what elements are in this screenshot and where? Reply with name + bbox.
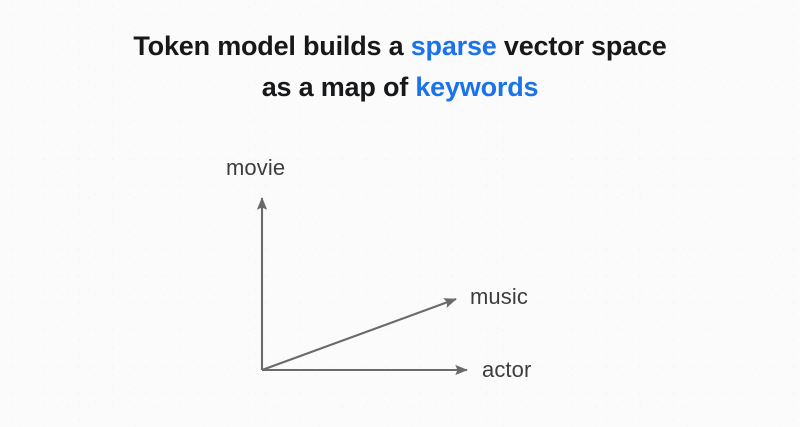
title-line-1: Token model builds a sparse vector space <box>0 26 800 67</box>
axis-label-music: music <box>470 284 528 309</box>
title-line-1-part2: vector space <box>496 31 667 61</box>
title-accent-sparse: sparse <box>410 31 497 61</box>
title-accent-keywords: keywords <box>415 72 539 102</box>
axis-line-music <box>261 298 457 371</box>
axis-label-movie: movie <box>226 155 286 180</box>
title-line-1-part1: Token model builds a <box>133 31 411 61</box>
page-title: Token model builds a sparse vector space… <box>0 26 800 108</box>
axis-label-actor: actor <box>482 357 532 382</box>
title-line-2: as a map of keywords <box>0 67 800 108</box>
title-line-2-part1: as a map of <box>261 72 416 102</box>
